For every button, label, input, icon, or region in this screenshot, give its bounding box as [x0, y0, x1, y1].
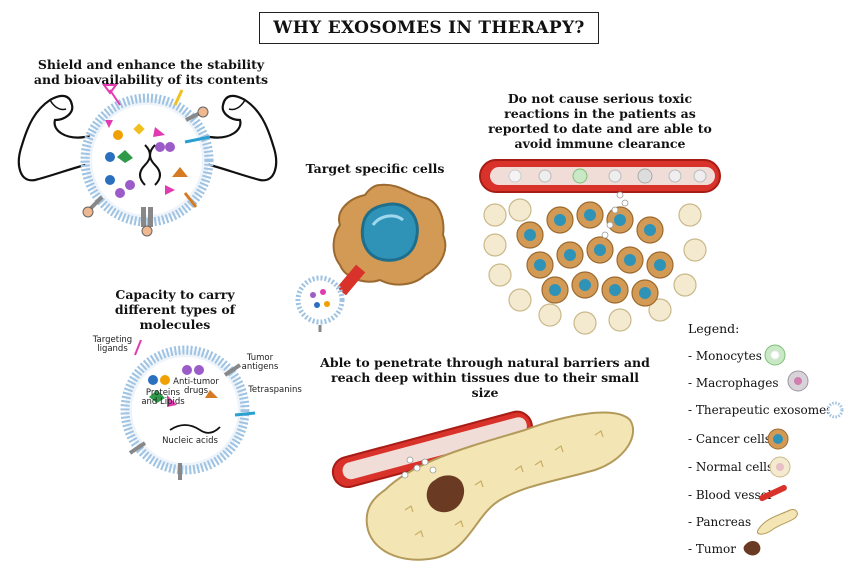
caption-target: Target specific cells: [305, 161, 445, 176]
pancreas-shape: [365, 411, 635, 561]
caption-toxic: Do not cause serious toxic reactions in …: [488, 91, 712, 151]
label-nucleic-acids: Nucleic acids: [162, 436, 218, 446]
label-tetraspanins: Tetraspanins: [248, 385, 302, 395]
legend-title: Legend:: [688, 321, 740, 336]
caption-shield: Shield and enhance the stability and bio…: [33, 57, 269, 87]
caption-capacity: Capacity to carry different types of mol…: [114, 287, 236, 332]
caption-penetrate: Able to penetrate through natural barrie…: [320, 355, 650, 400]
blood-vessel-icon: [759, 484, 787, 502]
page-title: WHY EXOSOMES IN THERAPY?: [259, 12, 599, 44]
legend-item: - Macrophages: [688, 376, 779, 390]
target-cell-illustration: [295, 183, 447, 332]
pancreas-illustration: [331, 410, 635, 561]
label-anti-tumor-drugs: Anti-tumor drugs: [173, 377, 219, 396]
legend-item: - Cancer cells: [688, 432, 771, 446]
exosome-icon: [295, 275, 345, 325]
tumor-icon: [743, 540, 761, 556]
strong-exosome-illustration: [17, 84, 278, 237]
nucleus-icon: [360, 202, 419, 262]
legend-item: - Therapeutic exosomes: [688, 403, 833, 417]
tumor-shape: [426, 475, 465, 513]
legend-icons: [743, 344, 844, 556]
legend-item: - Blood vessel: [688, 488, 772, 502]
cargo-exosome-illustration: [120, 339, 256, 480]
legend-item: - Monocytes: [688, 349, 762, 363]
legend-item: - Normal cells: [688, 460, 774, 474]
label-proteins-lipids: Proteins and Lipids: [141, 388, 185, 407]
immune-clearance-illustration: [479, 159, 721, 335]
left-arm-icon: [17, 94, 106, 182]
legend-item: - Tumor: [688, 542, 736, 556]
legend-item: - Pancreas: [688, 515, 752, 529]
exosome-icon: [826, 401, 844, 419]
pancreas-icon: [756, 509, 798, 535]
label-targeting-ligands: Targeting ligands: [92, 335, 133, 354]
label-tumor-antigens: Tumor antigens: [241, 353, 279, 372]
